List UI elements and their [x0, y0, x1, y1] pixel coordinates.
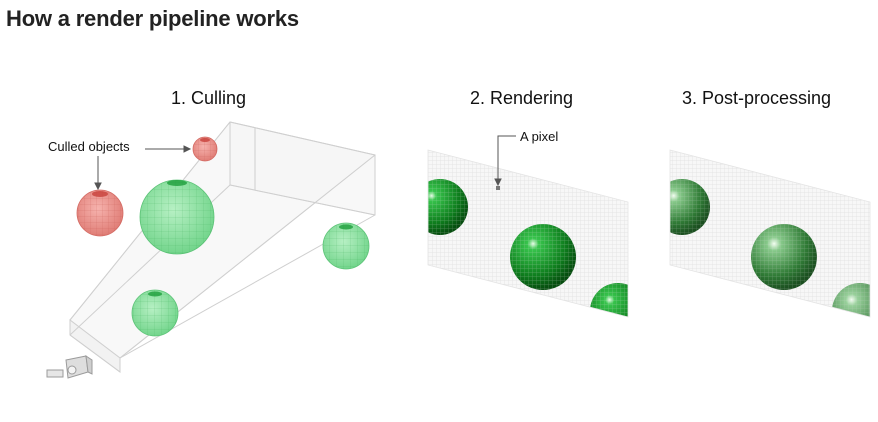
- culled-objects-label: Culled objects: [48, 139, 130, 154]
- culled-objects-arrows: [94, 145, 192, 191]
- a-pixel-arrow: [494, 135, 516, 190]
- rendered-image: [427, 149, 629, 318]
- culled-sphere-large: [76, 189, 124, 237]
- visible-sphere-large: [139, 179, 215, 255]
- a-pixel-label: A pixel: [520, 129, 559, 144]
- culled-sphere-small: [192, 136, 218, 162]
- camera-icon: [46, 354, 93, 379]
- post-processed-image: [669, 149, 871, 318]
- step-culling-label: 1. Culling: [171, 88, 247, 108]
- step-rendering-label: 2. Rendering: [470, 88, 574, 108]
- visible-sphere-bottom: [131, 289, 179, 337]
- step-post-processing-label: 3. Post-processing: [682, 88, 832, 108]
- highlighted-pixel: [496, 186, 500, 190]
- visible-sphere-right: [322, 222, 370, 270]
- page-title: How a render pipeline works: [6, 6, 299, 31]
